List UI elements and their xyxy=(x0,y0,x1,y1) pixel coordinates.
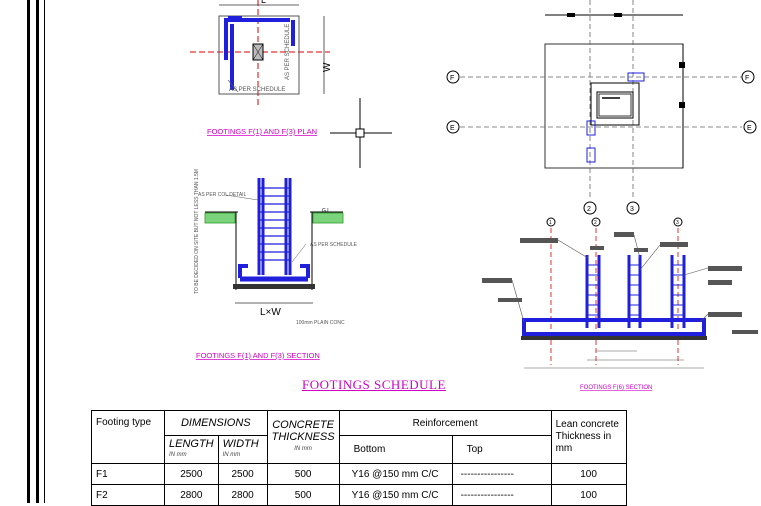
concrete-label: CONCRETE THICKNESS xyxy=(271,419,335,443)
section-dim-lw: L×W xyxy=(260,307,281,318)
header-length: LENGTH IN mm xyxy=(164,435,219,464)
grid-plan[interactable] xyxy=(446,0,757,215)
header-width: WIDTH IN mm xyxy=(217,435,268,464)
grid-e-right: E xyxy=(747,125,752,132)
footing-section[interactable] xyxy=(204,178,344,304)
table-row: F1 2500 2500 500 Y16 @150 mm C/C -------… xyxy=(91,463,627,485)
crosshair-cursor-icon xyxy=(330,98,392,168)
cell-top: ---------------- xyxy=(451,463,552,485)
width-unit: IN mm xyxy=(222,451,241,458)
cell-top: ---------------- xyxy=(451,484,552,506)
length-unit: IN mm xyxy=(169,451,187,458)
cell-bottom: Y16 @150 mm C/C xyxy=(338,484,453,506)
header-reinforcement: Reinforcement xyxy=(338,410,552,436)
length-label: LENGTH xyxy=(169,437,214,450)
cell-bottom: Y16 @150 mm C/C xyxy=(338,463,453,485)
cell-type: F1 xyxy=(91,463,165,485)
grid-n2: 2 xyxy=(587,206,591,213)
header-lean-concrete: Lean concrete Thickness in mm xyxy=(550,410,627,464)
table-row: F2 2800 2800 500 Y16 @150 mm C/C -------… xyxy=(91,484,627,506)
f6-title: FOOTINGS F(6) SECTION xyxy=(580,385,652,391)
cell-length: 2800 xyxy=(164,484,219,506)
cell-lean: 100 xyxy=(550,484,627,506)
grid-e-left: E xyxy=(450,125,455,132)
section-note-col: AS PER COL DETAIL xyxy=(198,192,247,198)
grid-f-right: F xyxy=(745,75,749,82)
header-concrete-thickness: CONCRETE THICKNESS IN mm xyxy=(266,410,340,464)
section-note-gl: G.L. xyxy=(322,208,331,214)
cell-width: 2500 xyxy=(217,463,268,485)
header-bottom: Bottom xyxy=(338,435,453,464)
plan-dim-w: W xyxy=(322,62,333,72)
f6-marker-1: 1 xyxy=(549,220,552,226)
header-dimensions: DIMENSIONS xyxy=(164,410,268,436)
f6-section[interactable] xyxy=(482,217,758,369)
grid-f-left: F xyxy=(450,75,454,82)
section-note-depth: TO BE DECIDED ON SITE BUT NOT LESS THAN … xyxy=(194,169,200,294)
section-note-sched: AS PER SCHEDULE xyxy=(310,242,358,248)
plan-note-right: AS PER SCHEDULE xyxy=(285,24,291,80)
cell-thickness: 500 xyxy=(266,463,340,485)
concrete-unit: IN mm xyxy=(294,446,312,452)
cell-width: 2800 xyxy=(217,484,268,506)
footing-plan[interactable] xyxy=(190,0,330,105)
schedule-title: FOOTINGS SCHEDULE xyxy=(302,377,446,392)
sheet-border xyxy=(27,0,45,503)
cell-length: 2500 xyxy=(164,463,219,485)
section-title: FOOTINGS F(1) AND F(3) SECTION xyxy=(196,351,320,360)
width-label: WIDTH xyxy=(222,437,259,450)
cell-thickness: 500 xyxy=(266,484,340,506)
plan-title: FOOTINGS F(1) AND F(3) PLAN xyxy=(207,127,317,136)
f6-marker-3: 3 xyxy=(676,220,679,226)
header-top: Top xyxy=(451,435,552,464)
section-note-pcc: 100mm PLAIN CONC xyxy=(296,320,345,326)
footings-schedule-table[interactable]: Footing type DIMENSIONS CONCRETE THICKNE… xyxy=(91,410,627,506)
f6-marker-2: 2 xyxy=(594,220,597,226)
plan-dim-l: L xyxy=(261,0,266,5)
cell-type: F2 xyxy=(91,484,165,506)
plan-note-bottom: AS PER SCHEDULE xyxy=(229,87,285,93)
header-footing-type: Footing type xyxy=(91,410,165,464)
cell-lean: 100 xyxy=(550,463,627,485)
grid-n3: 3 xyxy=(630,206,634,213)
